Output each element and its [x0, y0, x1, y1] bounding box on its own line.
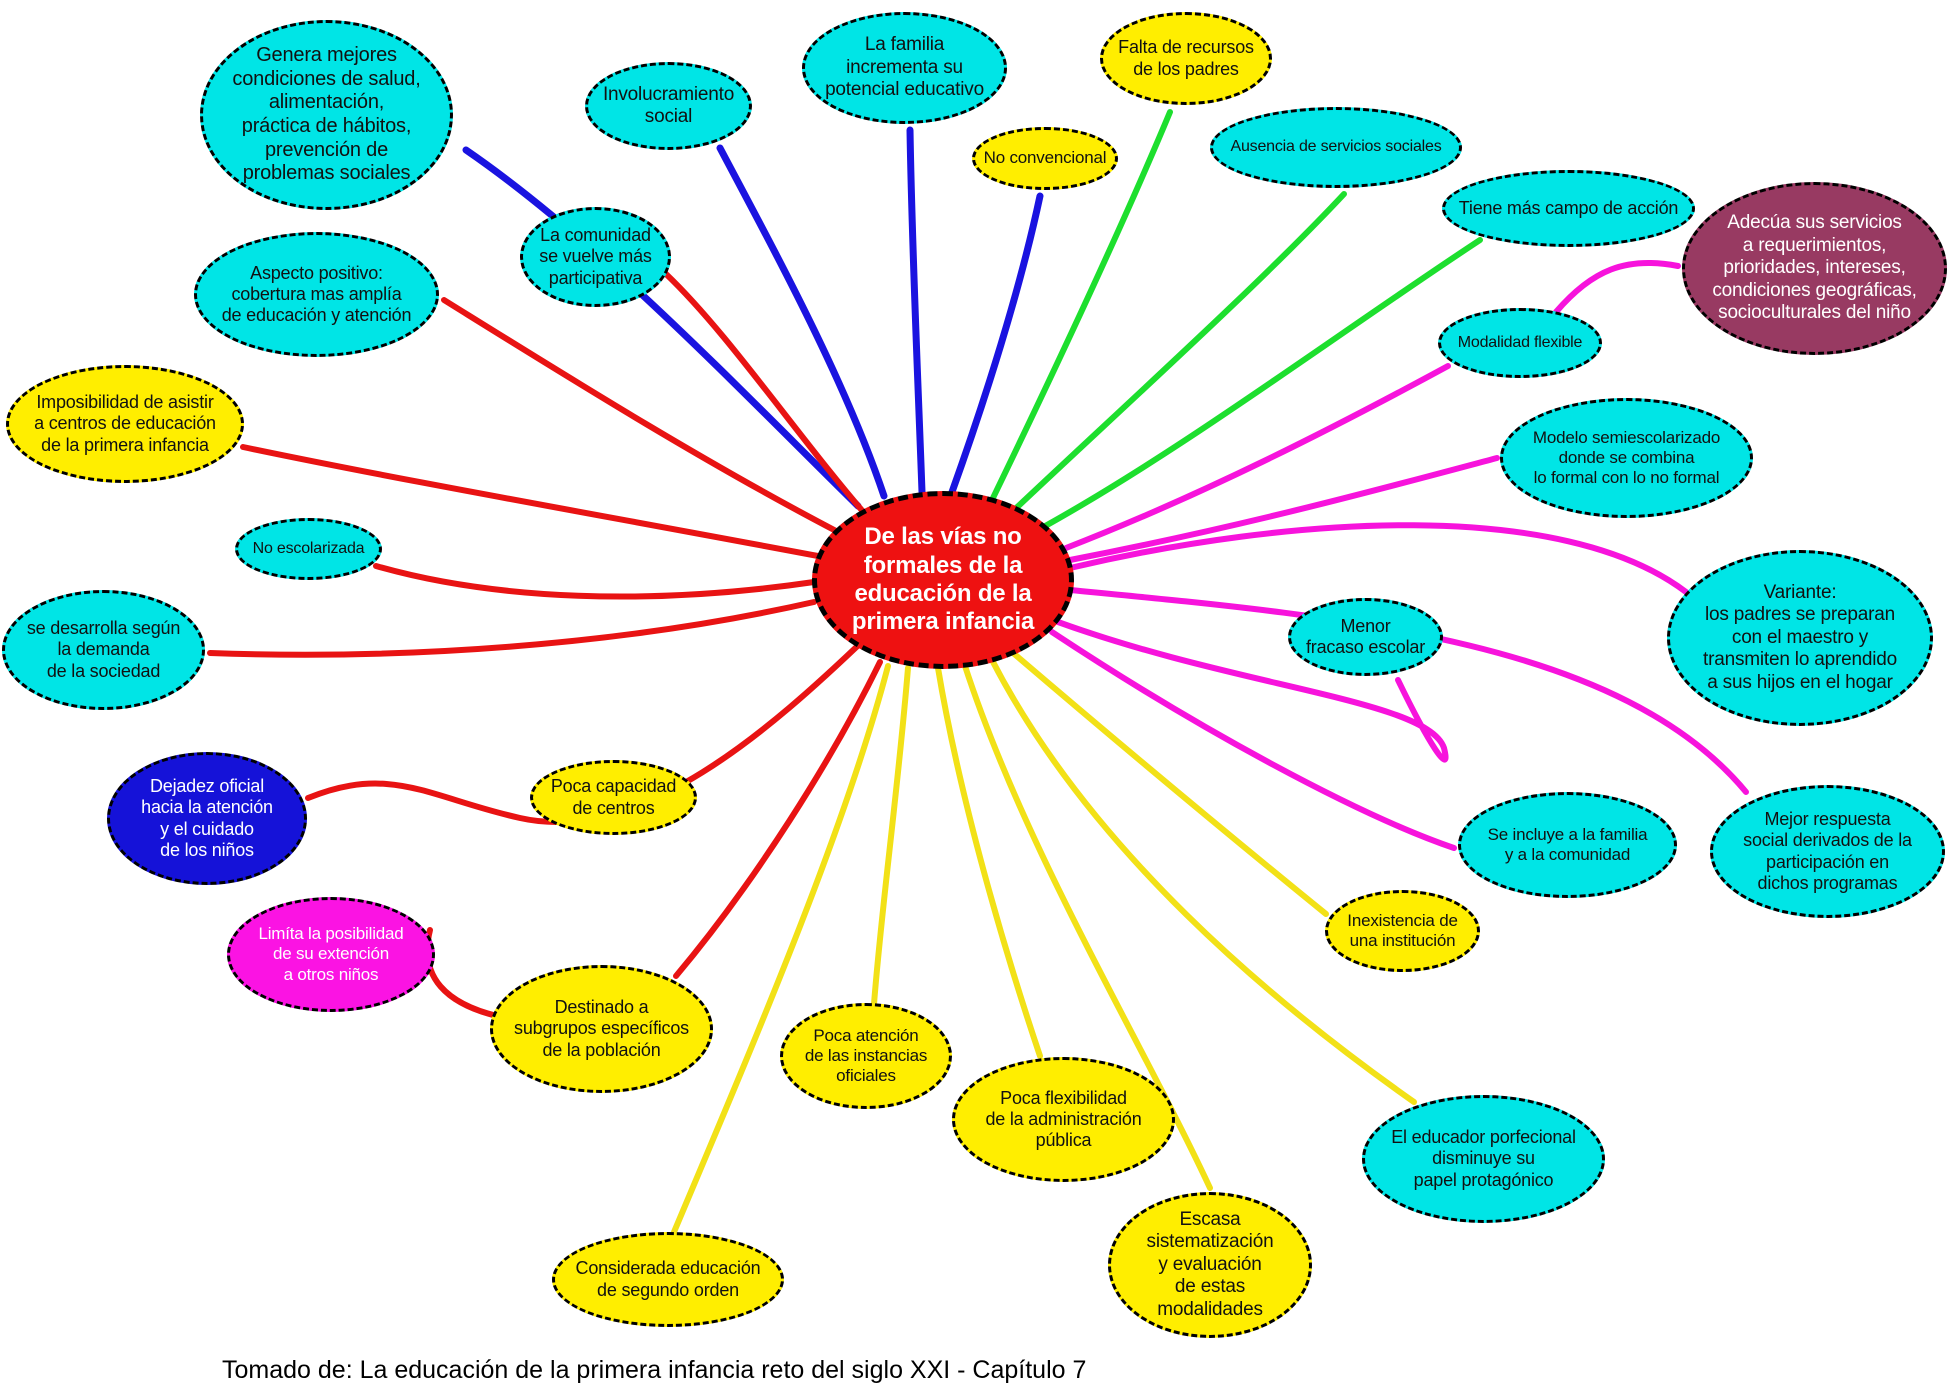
node-no-escolarizada: No escolarizada — [235, 518, 382, 580]
node-imposibilidad-asistir: Imposibilidad de asistir a centros de ed… — [6, 365, 244, 483]
node-inexistencia-institucion: Inexistencia de una institución — [1325, 890, 1480, 972]
node-considerada-segundo-orden: Considerada educación de segundo orden — [552, 1232, 784, 1327]
node-modalidad-flexible: Modalidad flexible — [1438, 308, 1602, 378]
node-center: De las vías no formales de la educación … — [812, 491, 1074, 669]
node-genera-mejores: Genera mejores condiciones de salud, ali… — [200, 20, 453, 210]
edge-center-se-incluye — [1049, 629, 1457, 851]
edge-center-falta-recursos — [989, 109, 1173, 503]
node-destinado-subgrupos: Destinado a subgrupos específicos de la … — [490, 965, 713, 1093]
edge-destinado-limita — [424, 927, 500, 1019]
node-falta-de-recursos: Falta de recursos de los padres — [1100, 12, 1272, 105]
edge-center-la-familia — [906, 126, 926, 496]
node-no-convencional: No convencional — [972, 127, 1118, 190]
node-limita-posibilidad: Limíta la posibilidad de su extención a … — [227, 897, 435, 1012]
edge-center-modalidad — [1063, 363, 1451, 551]
node-adecua-servicios: Adecúa sus servicios a requerimientos, p… — [1682, 182, 1947, 355]
edge-center-mejor-respuesta — [1067, 587, 1749, 795]
node-escasa-sistematizacion: Escasa sistematización y evaluación de e… — [1108, 1192, 1312, 1338]
node-se-incluye-familia: Se incluye a la familia y a la comunidad — [1458, 792, 1677, 898]
node-poca-atencion: Poca atención de las instancias oficiale… — [780, 1003, 952, 1109]
edge-center-considerada — [671, 663, 891, 1235]
node-menor-fracaso: Menor fracaso escolar — [1288, 598, 1443, 676]
node-aspecto-positivo: Aspecto positivo: cobertura mas amplía d… — [194, 232, 439, 357]
source-caption: Tomado de: La educación de la primera in… — [222, 1356, 1087, 1384]
edge-center-no-escolarizada — [373, 563, 817, 600]
node-se-desarrolla-demanda: se desarrolla según la demanda de la soc… — [2, 590, 205, 710]
edge-center-poca-atencion — [871, 665, 911, 1007]
node-educador-porfecional: El educador porfecional disminuye su pap… — [1362, 1095, 1605, 1223]
node-tiene-mas-campo: Tiene más campo de acción — [1442, 170, 1695, 247]
node-la-comunidad: La comunidad se vuelve más participativa — [520, 207, 671, 307]
node-ausencia-servicios: Ausencia de servicios sociales — [1210, 107, 1462, 188]
edge-center-aspecto — [441, 297, 841, 535]
edge-center-dejadez — [305, 633, 871, 825]
node-involucramiento-social: Involucramiento social — [585, 62, 752, 150]
edge-center-se-desarrolla — [207, 599, 817, 658]
node-poca-capacidad: Poca capacidad de centros — [530, 760, 697, 835]
edge-center-destinado — [673, 659, 883, 979]
node-mejor-respuesta: Mejor respuesta social derivados de la p… — [1710, 785, 1945, 918]
edge-center-la-comunidad — [663, 271, 875, 525]
edge-center-tiene-mas — [1035, 237, 1483, 533]
edge-center-modelo — [1067, 455, 1500, 563]
edge-center-ausencia — [1009, 191, 1347, 515]
edge-center-genera — [462, 146, 862, 510]
edge-center-escasa — [962, 663, 1213, 1191]
edge-modalidad-adecua — [1553, 259, 1681, 315]
node-variante: Variante: los padres se preparan con el … — [1667, 550, 1933, 726]
edge-center-variante — [1067, 522, 1689, 595]
edge-center-no-convencional — [948, 192, 1044, 496]
node-dejadez-oficial: Dejadez oficial hacia la atención y el c… — [107, 752, 307, 885]
edge-center-educador — [989, 657, 1417, 1105]
edge-center-imposibilidad — [240, 444, 821, 559]
node-poca-flexibilidad: Poca flexibilidad de la administración p… — [952, 1057, 1175, 1182]
edge-center-inexistencia — [1009, 649, 1329, 917]
node-modelo-semiescolarizado: Modelo semiescolarizado donde se combina… — [1500, 398, 1753, 518]
edge-center-poca-flexibilidad — [935, 665, 1043, 1059]
edge-center-menor-fracaso — [1055, 619, 1449, 763]
edge-center-involucramiento — [716, 144, 888, 500]
node-la-familia: La familia incrementa su potencial educa… — [802, 12, 1007, 124]
